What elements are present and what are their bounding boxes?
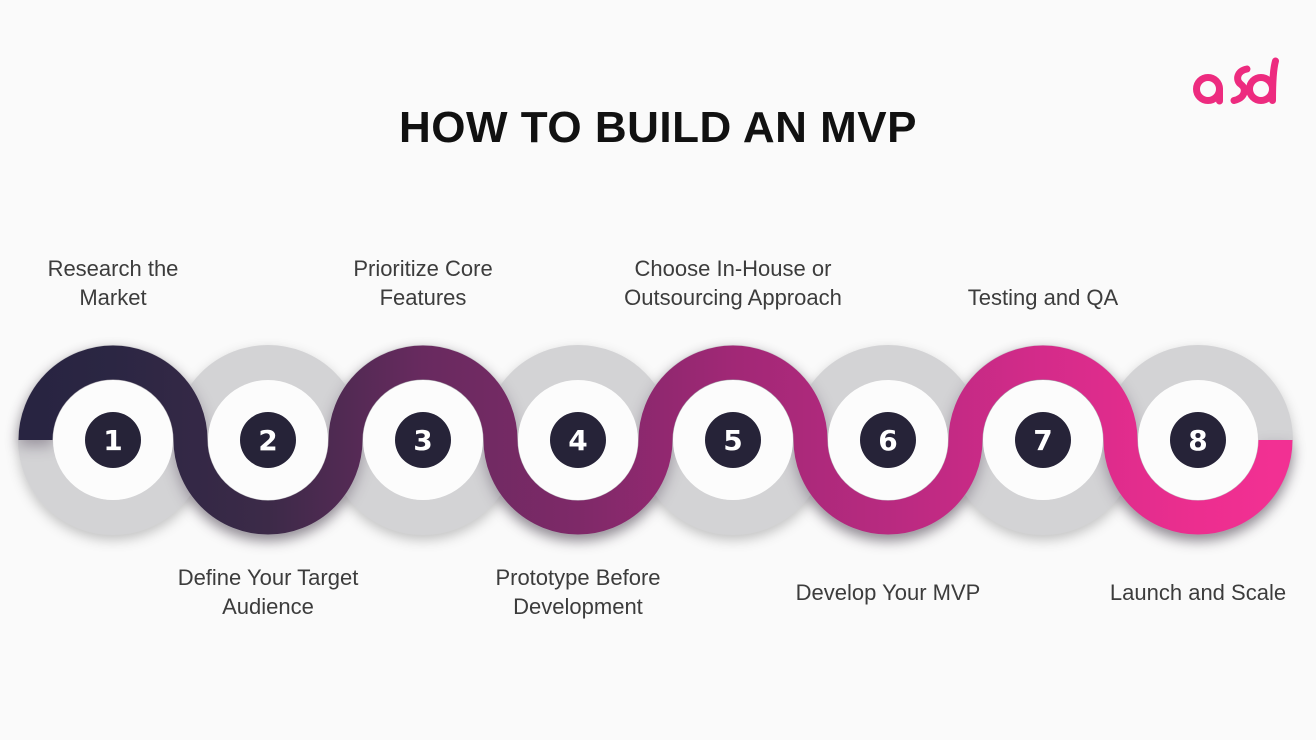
step-6-label: Develop Your MVP [738, 560, 1038, 624]
step-3-label: Prioritize Core Features [273, 244, 573, 312]
step-1-label: Research the Market [0, 244, 263, 312]
step-7-number-badge: 7 [1015, 412, 1071, 468]
step-1-number-badge: 1 [85, 412, 141, 468]
step-1-number: 1 [103, 423, 123, 457]
step-2-number-badge: 2 [240, 412, 296, 468]
step-5-number-badge: 5 [705, 412, 761, 468]
brand-logo [1191, 56, 1283, 108]
step-2-label: Define Your Target Audience [118, 560, 418, 624]
step-5-number: 5 [723, 423, 743, 457]
asd-logo-icon [1193, 57, 1279, 105]
step-8-label: Launch and Scale [1048, 560, 1316, 624]
step-6-label-text: Develop Your MVP [795, 579, 981, 605]
step-5-label: Choose In-House or Outsourcing Approach [583, 244, 883, 312]
page-title: HOW TO BUILD AN MVP [399, 103, 917, 152]
step-2-number: 2 [258, 423, 278, 457]
step-4-label: Prototype Before Development [428, 560, 728, 624]
step-3-number-badge: 3 [395, 412, 451, 468]
step-8-label-text: Launch and Scale [1109, 579, 1287, 605]
step-8-number-badge: 8 [1170, 412, 1226, 468]
step-6-number: 6 [878, 423, 898, 457]
step-5-label-text: Choose In-House or Outsourcing Approach [624, 256, 842, 310]
step-4-number: 4 [568, 423, 588, 457]
step-7-label-text: Testing and QA [967, 285, 1119, 310]
step-3-label-text: Prioritize Core Features [353, 256, 493, 310]
step-7-label: Testing and QA [893, 244, 1193, 312]
wave-gradient-band [18, 345, 1293, 535]
step-1-label-text: Research the Market [47, 256, 179, 310]
step-3-number: 3 [413, 423, 433, 457]
step-4-label-text: Prototype Before Development [495, 565, 661, 619]
step-2-label-text: Define Your Target Audience [177, 565, 359, 619]
step-7-number: 7 [1033, 423, 1053, 457]
step-4-number-badge: 4 [550, 412, 606, 468]
step-6-number-badge: 6 [860, 412, 916, 468]
step-8-number: 8 [1188, 423, 1208, 457]
